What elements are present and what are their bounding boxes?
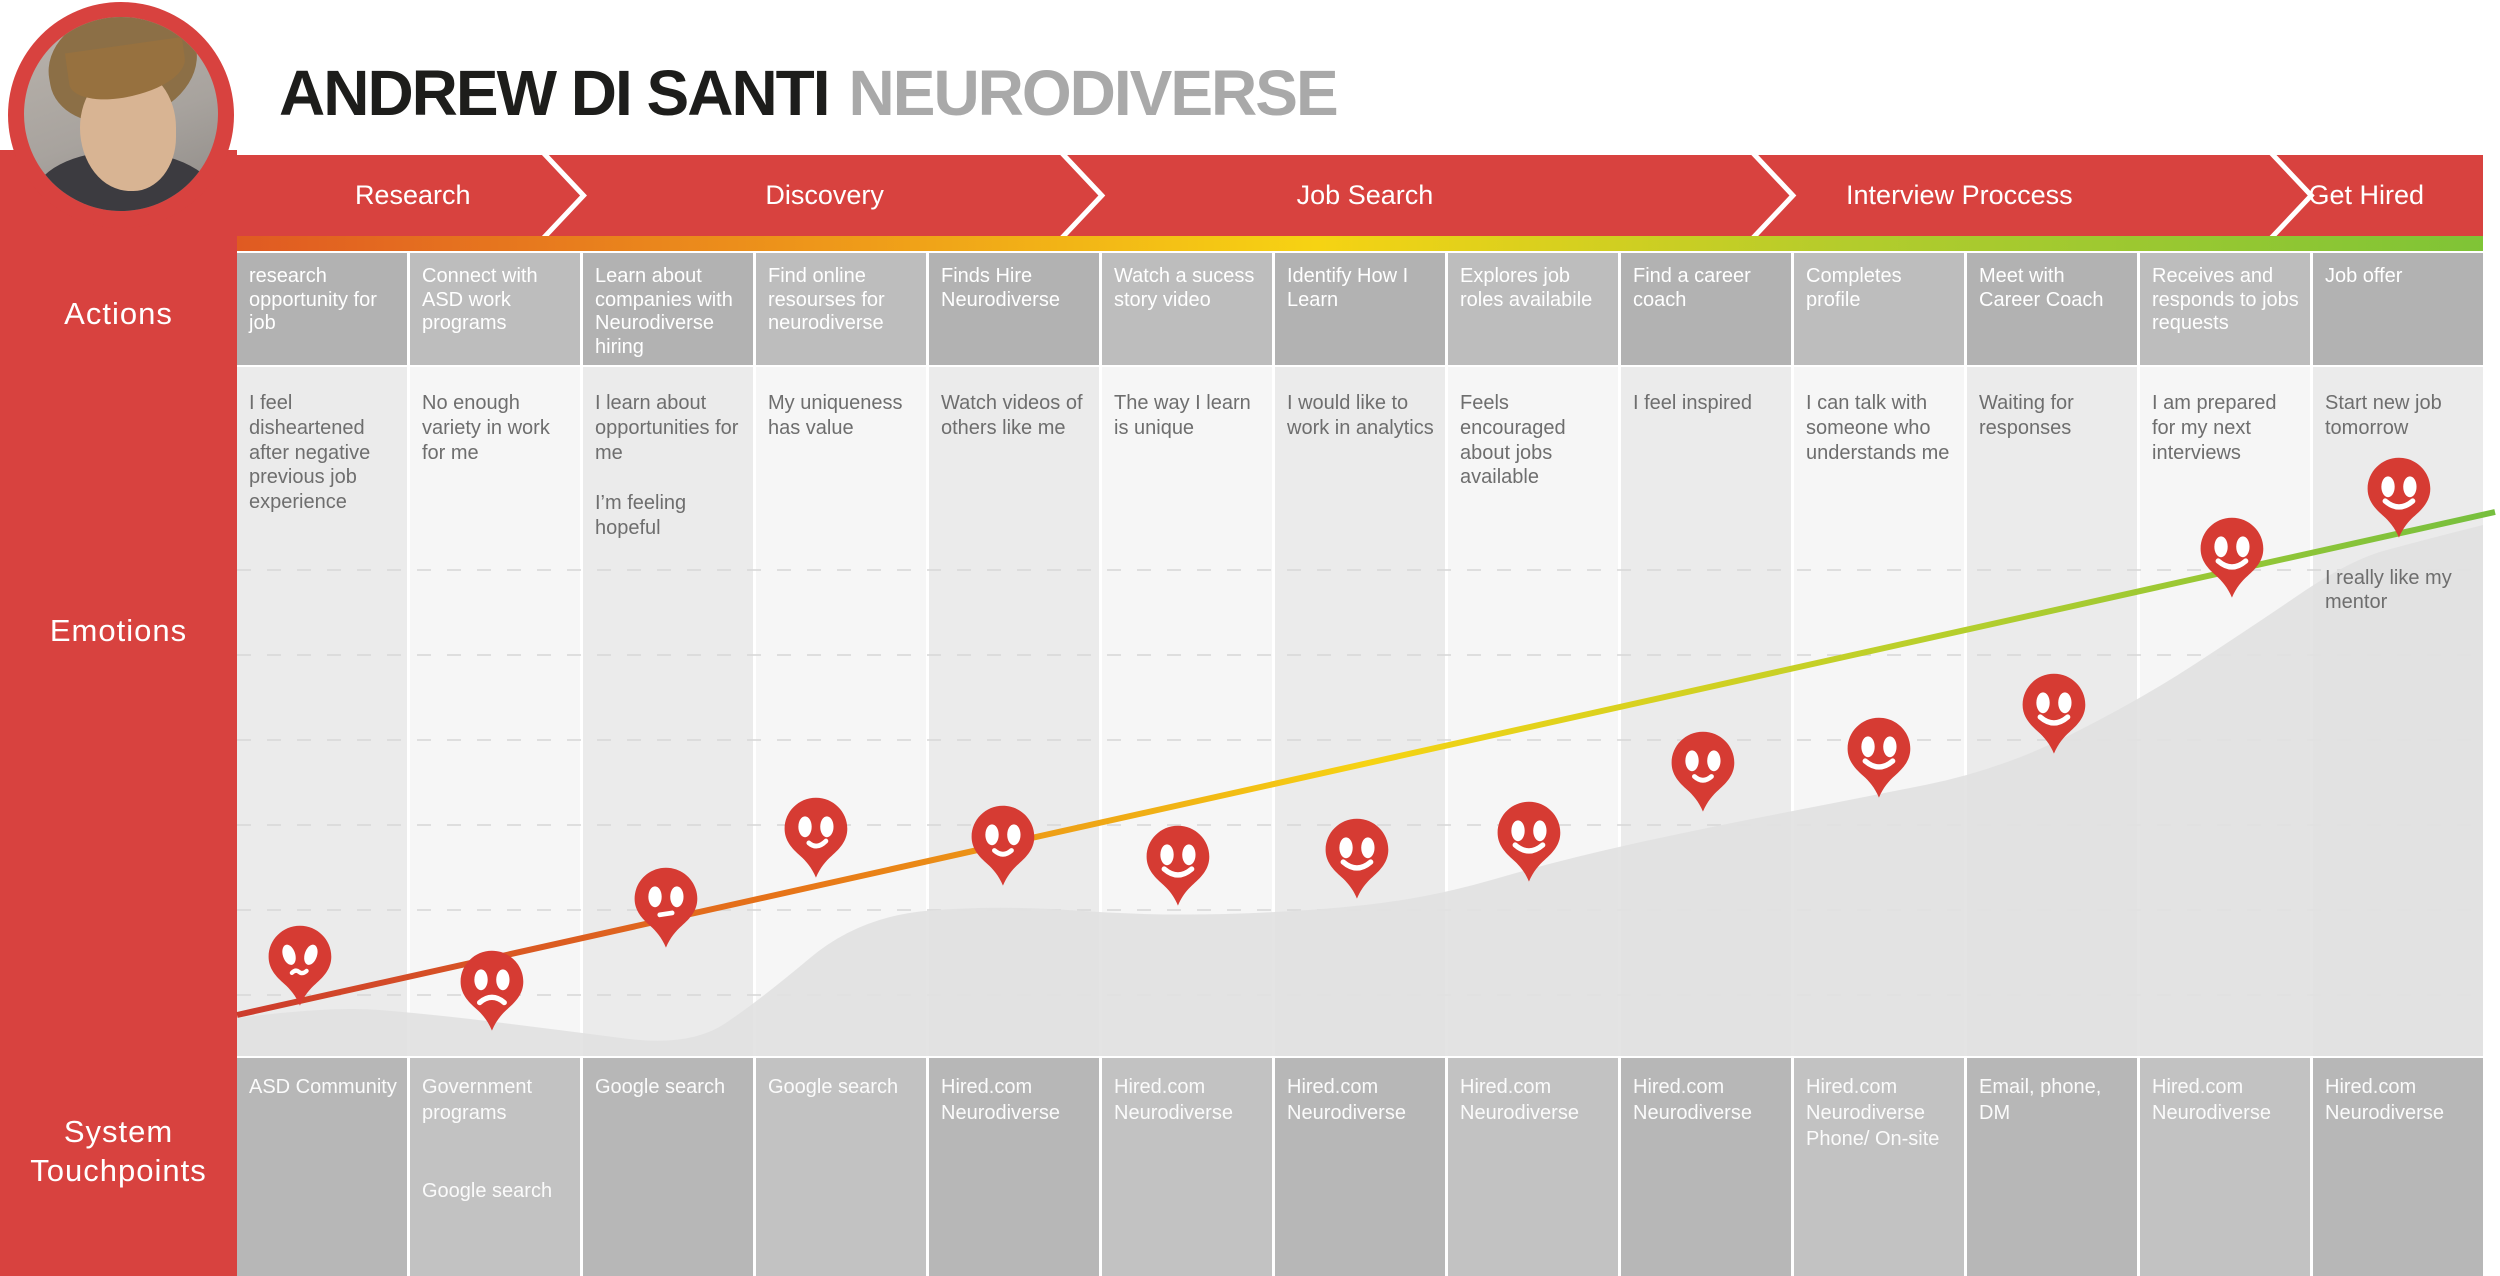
action-label: Meet with Career Coach [1979, 265, 2104, 311]
action-label: Identify How I Learn [1287, 265, 1409, 311]
phase-label: Discovery [765, 180, 884, 210]
action-label: Learn about companies with Neurodiverse … [595, 265, 733, 358]
phase-segment-job-search: Job Search [1061, 155, 1669, 236]
touchpoint-label: Hired.com Neurodiverse [2152, 1076, 2271, 1124]
emotion-column-background [756, 367, 926, 1056]
touchpoint-cell: Email, phone, DM [1967, 1058, 2137, 1276]
emotions-row-background [237, 367, 2483, 1056]
touchpoint-cell: Hired.com Neurodiverse [1102, 1058, 1272, 1276]
touchpoint-cell: Hired.com Neurodiverse [2313, 1058, 2483, 1276]
touchpoint-label: Hired.com Neurodiverse [1460, 1076, 1579, 1124]
touchpoint-cell: Hired.com Neurodiverse Phone/ On-site [1794, 1058, 1964, 1276]
action-cell: research opportunity for job [237, 253, 407, 365]
emotion-column-background [1967, 367, 2137, 1056]
touchpoint-label: Google search [422, 1180, 553, 1202]
action-cell: Finds Hire Neurodiverse [929, 253, 1099, 365]
action-cell: Watch a sucess story video [1102, 253, 1272, 365]
phase-label: Get Hired [2308, 180, 2425, 210]
action-cell: Find a career coach [1621, 253, 1791, 365]
row-label-actions: Actions [64, 296, 173, 331]
avatar-photo [24, 17, 218, 211]
action-label: Find a career coach [1633, 265, 1751, 311]
touchpoint-label: Google search [595, 1076, 726, 1098]
phase-bar: Research Discovery Job Search Interview Pro… [237, 155, 2483, 236]
phase-segments: Research Discovery Job Search Interview Pro… [237, 155, 2483, 236]
touchpoint-cell: Hired.com Neurodiverse [1275, 1058, 1445, 1276]
touchpoint-cell: Hired.com Neurodiverse [2140, 1058, 2310, 1276]
action-cell: Learn about companies with Neurodiverse … [583, 253, 753, 365]
row-label-touchpoints: System Touchpoints [0, 1113, 237, 1191]
touchpoint-label: Hired.com Neurodiverse [941, 1076, 1060, 1124]
action-label: research opportunity for job [249, 265, 377, 335]
touchpoint-cell: Hired.com Neurodiverse [929, 1058, 1099, 1276]
phase-segment-discovery: Discovery [588, 155, 1060, 236]
row-label-touchpoints-line2: Touchpoints [30, 1152, 207, 1188]
phase-label: Research [354, 180, 471, 210]
emotion-column-background [1102, 367, 1272, 1056]
touchpoint-label: Hired.com Neurodiverse Phone/ On-site [1806, 1076, 1940, 1150]
row-label-touchpoints-line1: System [63, 1114, 174, 1149]
action-cell: Job offer [2313, 253, 2483, 365]
action-cell: Identify How I Learn [1275, 253, 1445, 365]
emotion-column-background [1621, 367, 1791, 1056]
touchpoint-label: Hired.com Neurodiverse [1633, 1076, 1752, 1124]
touchpoint-cell: Hired.com Neurodiverse [1448, 1058, 1618, 1276]
touchpoint-cell: Google search [583, 1058, 753, 1276]
emotion-column-background [1275, 367, 1445, 1056]
persona-tag: NEURODIVERSE [848, 57, 1339, 129]
actions-row: research opportunity for job Connect with… [237, 253, 2483, 365]
action-cell: Explores job roles availabile [1448, 253, 1618, 365]
action-cell: Find online resourses for neurodiverse [756, 253, 926, 365]
emotion-column-background [583, 367, 753, 1056]
emotion-column-background [410, 367, 580, 1056]
row-label-emotions: Emotions [49, 613, 188, 648]
action-label: Finds Hire Neurodiverse [941, 265, 1060, 311]
emotion-column-background [929, 367, 1099, 1056]
touchpoint-cell: Google search [756, 1058, 926, 1276]
action-label: Find online resourses for neurodiverse [768, 265, 885, 335]
emotion-column-background [2140, 367, 2310, 1056]
touchpoint-label: Hired.com Neurodiverse [2325, 1076, 2444, 1124]
touchpoint-label: Email, phone, DM [1979, 1076, 2102, 1124]
avatar [8, 2, 234, 228]
touchpoint-label: Hired.com Neurodiverse [1287, 1076, 1406, 1124]
action-label: Receives and responds to jobs requests [2152, 265, 2299, 335]
emotion-column-background [2313, 367, 2483, 1056]
action-label: Job offer [2325, 265, 2403, 287]
phase-label: Interview Proccess [1846, 180, 2073, 210]
action-label: Connect with ASD work programs [422, 265, 538, 335]
action-label: Watch a sucess story video [1114, 265, 1255, 311]
touchpoint-label: Google search [768, 1076, 899, 1098]
phase-segment-get-hired: Get Hired [2250, 155, 2483, 236]
phase-label: Job Search [1296, 180, 1434, 210]
touchpoint-cell: Hired.com Neurodiverse [1621, 1058, 1791, 1276]
action-cell: Completes profile [1794, 253, 1964, 365]
emotion-column-background [1448, 367, 1618, 1056]
phase-segment-research: Research [237, 155, 588, 236]
action-label: Completes profile [1806, 265, 1902, 311]
touchpoint-cell: ASD Community [237, 1058, 407, 1276]
emotion-column-background [237, 367, 407, 1056]
emotion-gradient-strip [237, 236, 2483, 251]
action-label: Explores job roles availabile [1460, 265, 1593, 311]
persona-name: ANDREW DI SANTI [279, 57, 831, 129]
phase-segment-interview-proccess: Interview Proccess [1669, 155, 2249, 236]
touchpoint-label: Hired.com Neurodiverse [1114, 1076, 1233, 1124]
emotion-column-background [1794, 367, 1964, 1056]
touchpoint-label: Government programs [422, 1076, 533, 1124]
page-title: ANDREW DI SANTI NEURODIVERSE [279, 56, 1339, 130]
action-cell: Connect with ASD work programs [410, 253, 580, 365]
action-cell: Meet with Career Coach [1967, 253, 2137, 365]
left-rail [0, 150, 237, 1276]
action-cell: Receives and responds to jobs requests [2140, 253, 2310, 365]
touchpoint-label: ASD Community [249, 1076, 397, 1098]
